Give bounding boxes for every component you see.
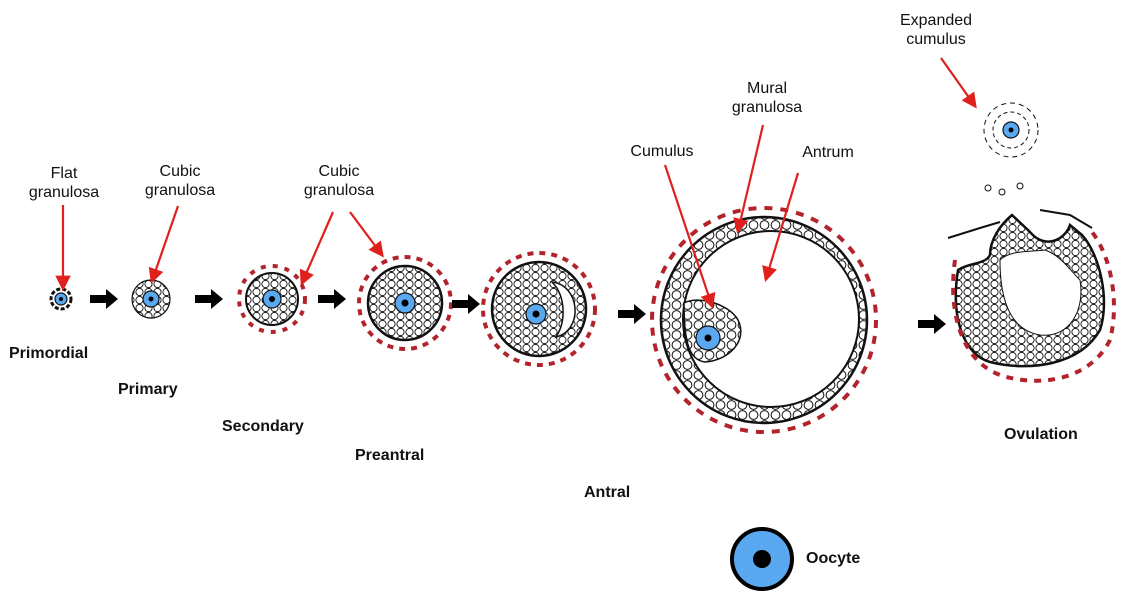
- early-antral-follicle: [483, 253, 595, 365]
- pointer-arrow: [152, 206, 178, 281]
- oocyte-legend-label: Oocyte: [806, 550, 860, 568]
- cumulus-label: Cumulus: [622, 142, 702, 161]
- ovulating-follicle: [948, 103, 1114, 381]
- pointer-arrow: [941, 58, 975, 106]
- preantral-follicle: [359, 257, 451, 349]
- stage-label-antral: Antral: [584, 484, 630, 502]
- stage-label-primary: Primary: [118, 381, 178, 399]
- secondary-follicle: [239, 266, 305, 332]
- flow-arrow: [452, 294, 480, 314]
- antral-follicle: [652, 208, 876, 432]
- stage-label-ovulation: Ovulation: [1004, 426, 1078, 444]
- flow-arrow: [618, 304, 646, 324]
- antrum-label: Antrum: [790, 143, 866, 162]
- flow-arrow: [90, 289, 118, 309]
- primary-follicle: [132, 280, 170, 318]
- stage-label-secondary: Secondary: [222, 418, 304, 436]
- primordial-follicle: [51, 289, 71, 309]
- flow-arrow: [195, 289, 223, 309]
- stage-label-primordial: Primordial: [9, 345, 88, 363]
- flow-arrow: [318, 289, 346, 309]
- pointer-arrow: [350, 212, 382, 255]
- pointer-arrow: [738, 125, 763, 231]
- flow-arrow: [918, 314, 946, 334]
- stage-label-preantral: Preantral: [355, 447, 424, 465]
- pointer-arrow: [302, 212, 333, 283]
- oocyte-legend-symbol: [732, 529, 792, 589]
